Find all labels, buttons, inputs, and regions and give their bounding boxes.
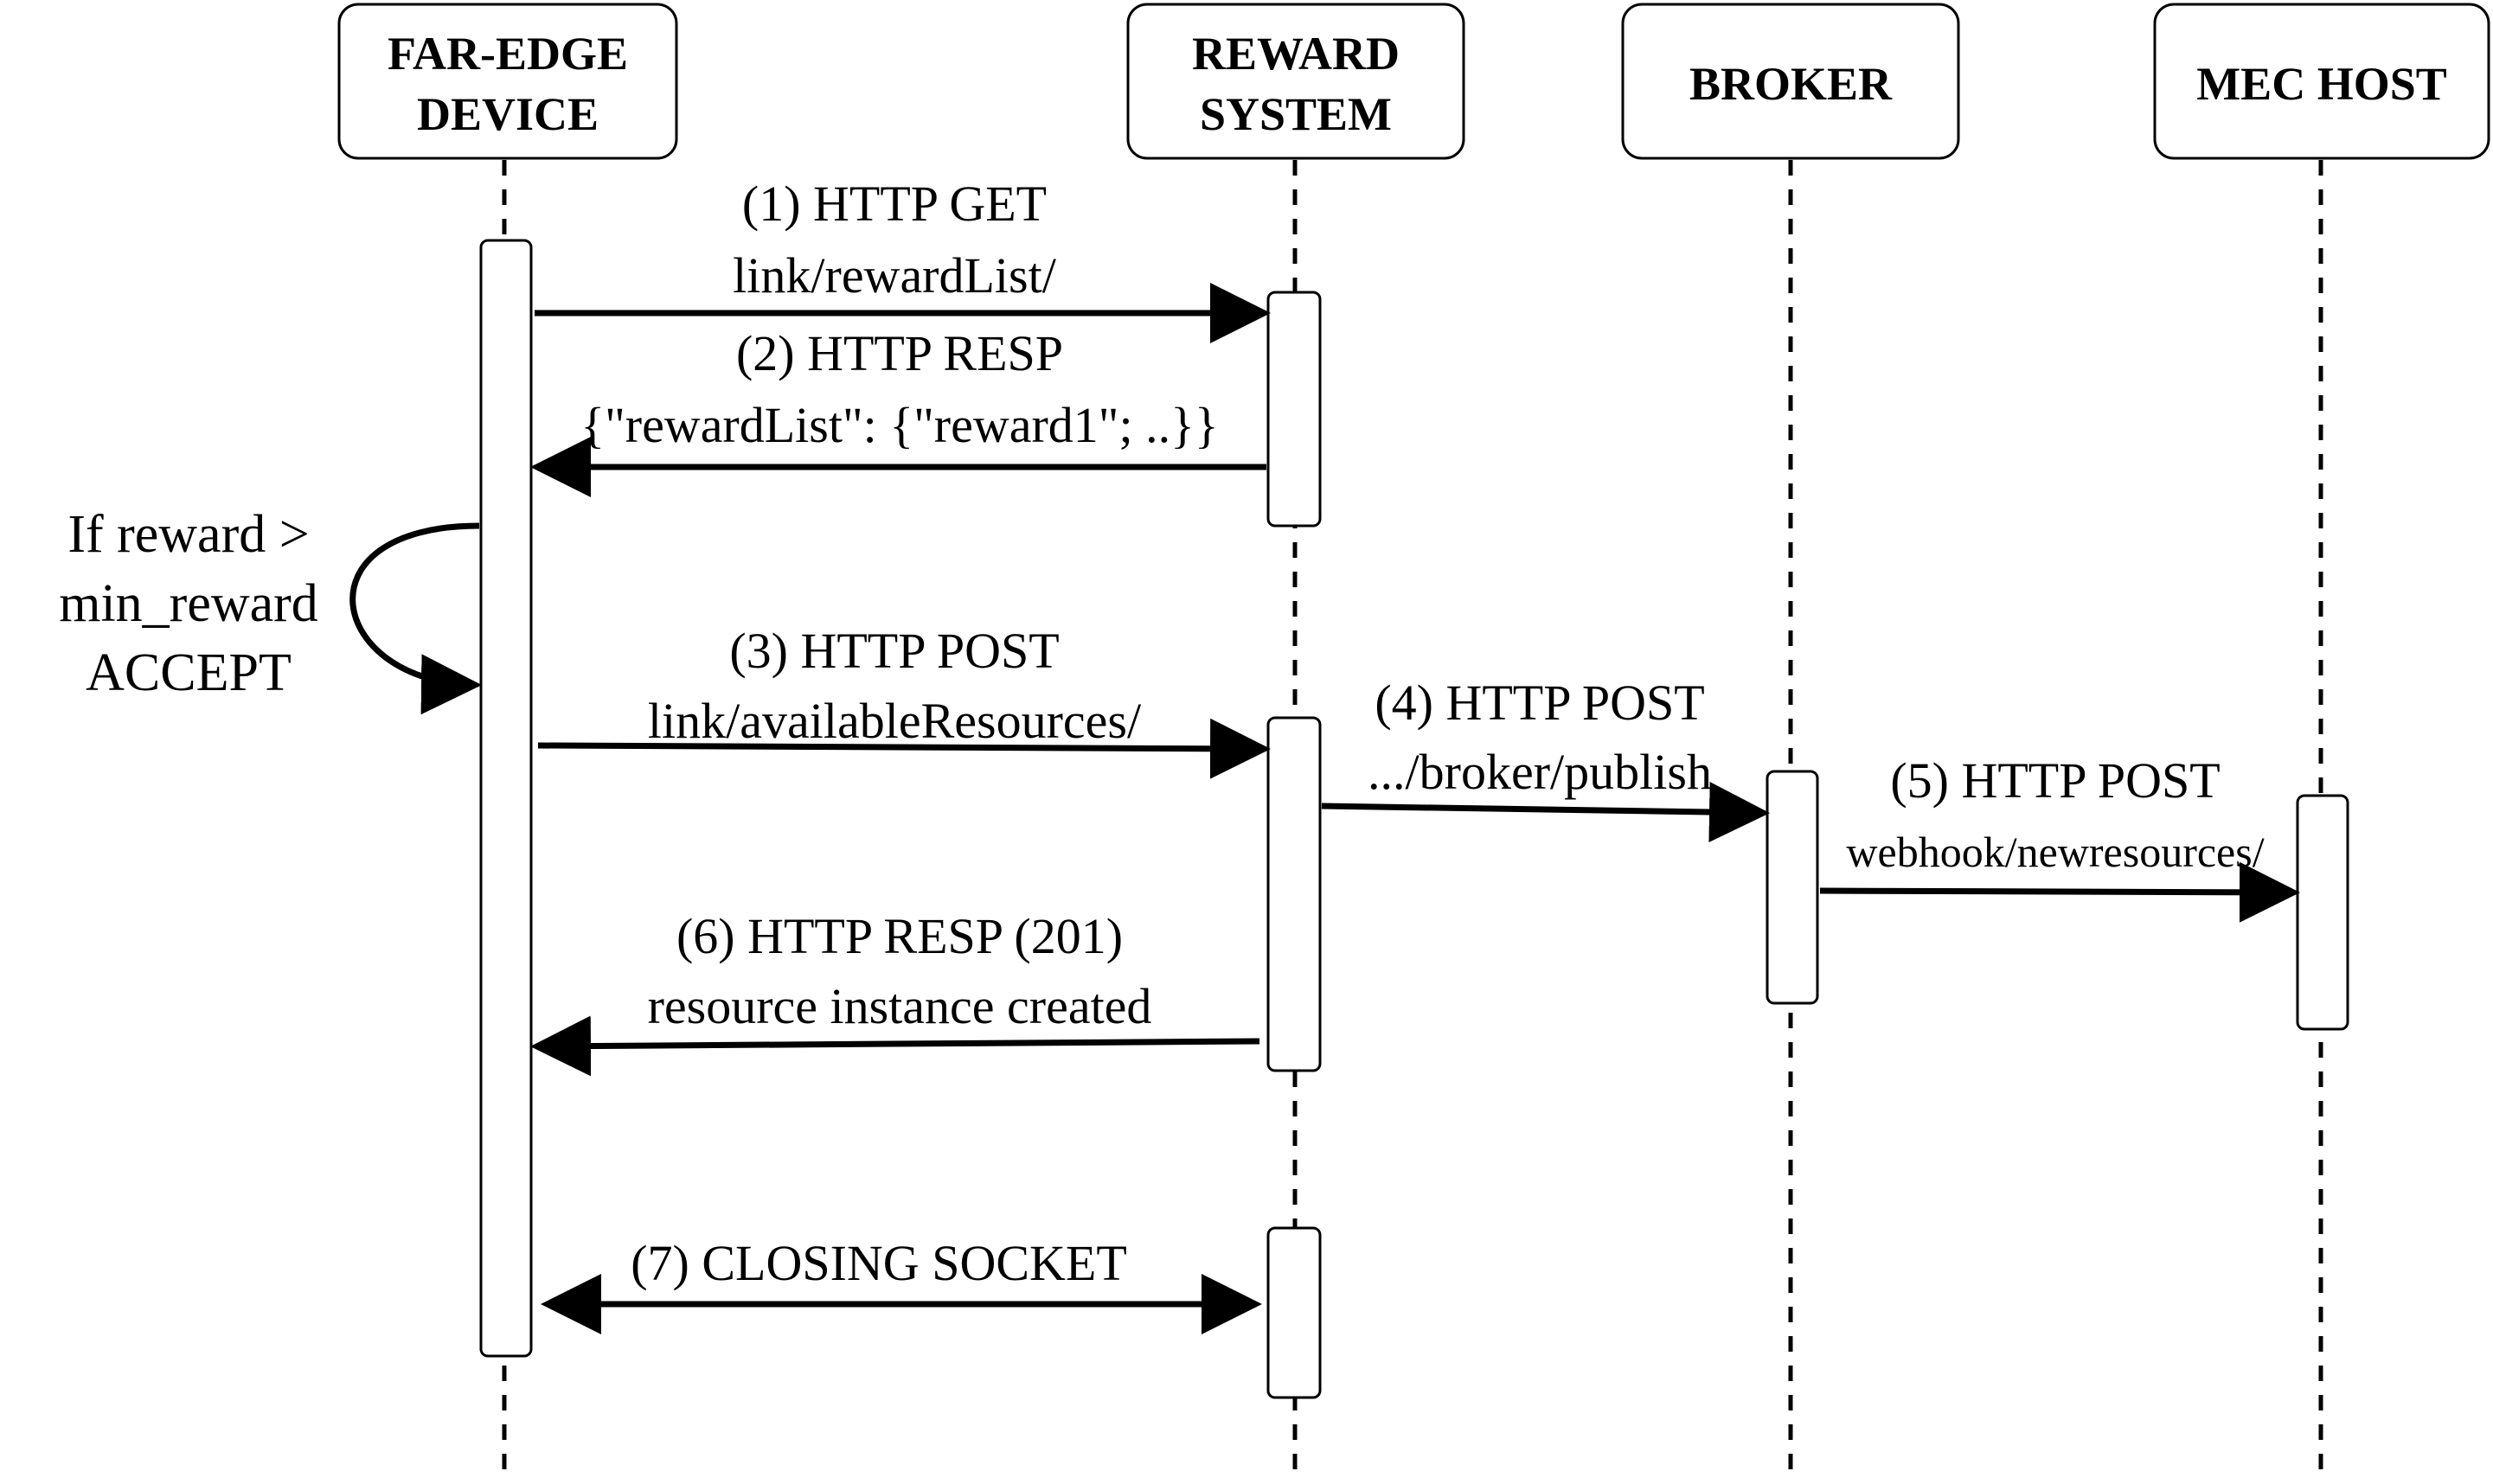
actor-title-line: SYSTEM [1200, 88, 1392, 140]
self-loop-arrow [349, 522, 482, 715]
activation-bar-reward-2 [1266, 716, 1322, 1072]
message-label: link/availableResources/ [648, 693, 1142, 749]
message-label: (1) HTTP GET [742, 176, 1047, 232]
message-2: (2) HTTP RESP {"rewardList": {"reward1";… [530, 325, 1266, 497]
message-3: (3) HTTP POST link/availableResources/ [537, 623, 1271, 779]
actor-title-line: MEC HOST [2196, 58, 2447, 110]
activation-bar-far-edge [479, 239, 533, 1358]
actor-title-line: REWARD [1192, 28, 1400, 80]
message-label: (5) HTTP POST [1890, 752, 2220, 809]
actor-far-edge-device: FAR-EDGE DEVICE [337, 3, 678, 160]
message-arrow [1321, 782, 1770, 843]
message-label: webhook/newresources/ [1846, 828, 2264, 876]
actor-title-line: BROKER [1689, 58, 1893, 110]
actor-mec-host: MEC HOST [2153, 3, 2490, 160]
message-5: (5) HTTP POST webhook/newresources/ [1819, 752, 2300, 923]
note-line: ACCEPT [86, 643, 292, 702]
message-label: (4) HTTP POST [1375, 675, 1704, 731]
self-decision-note: If reward > min_reward ACCEPT [59, 505, 482, 715]
actor-title-line: FAR-EDGE [388, 28, 628, 80]
note-line: If reward > [67, 505, 309, 564]
message-6: (6) HTTP RESP (201) resource instance cr… [530, 908, 1260, 1077]
message-label: (6) HTTP RESP (201) [676, 908, 1123, 964]
message-label: (2) HTTP RESP [736, 325, 1063, 381]
activation-bar-mec-host [2296, 794, 2349, 1031]
message-label: {"rewardList": {"reward1"; ..}} [580, 397, 1219, 453]
message-arrow [530, 1015, 1260, 1077]
activation-bar-broker [1766, 770, 1819, 1005]
message-4: (4) HTTP POST .../broker/publish [1321, 675, 1770, 843]
message-7: (7) CLOSING SOCKET [541, 1235, 1262, 1334]
message-arrow [537, 718, 1271, 779]
note-line: min_reward [59, 574, 318, 633]
message-label: resource instance created [648, 978, 1152, 1034]
message-1: (1) HTTP GET link/rewardList/ [535, 176, 1271, 343]
actor-reward-system: REWARD SYSTEM [1126, 3, 1465, 160]
message-label: (7) CLOSING SOCKET [631, 1235, 1127, 1291]
message-label: .../broker/publish [1368, 744, 1712, 800]
message-label: link/rewardList/ [733, 247, 1057, 304]
activation-bar-reward-1 [1266, 291, 1322, 528]
message-arrow [1819, 861, 2300, 923]
actor-title-line: DEVICE [417, 88, 599, 140]
actor-broker: BROKER [1621, 3, 1960, 160]
activation-bar-reward-3 [1266, 1226, 1322, 1399]
message-label: (3) HTTP POST [729, 623, 1059, 679]
